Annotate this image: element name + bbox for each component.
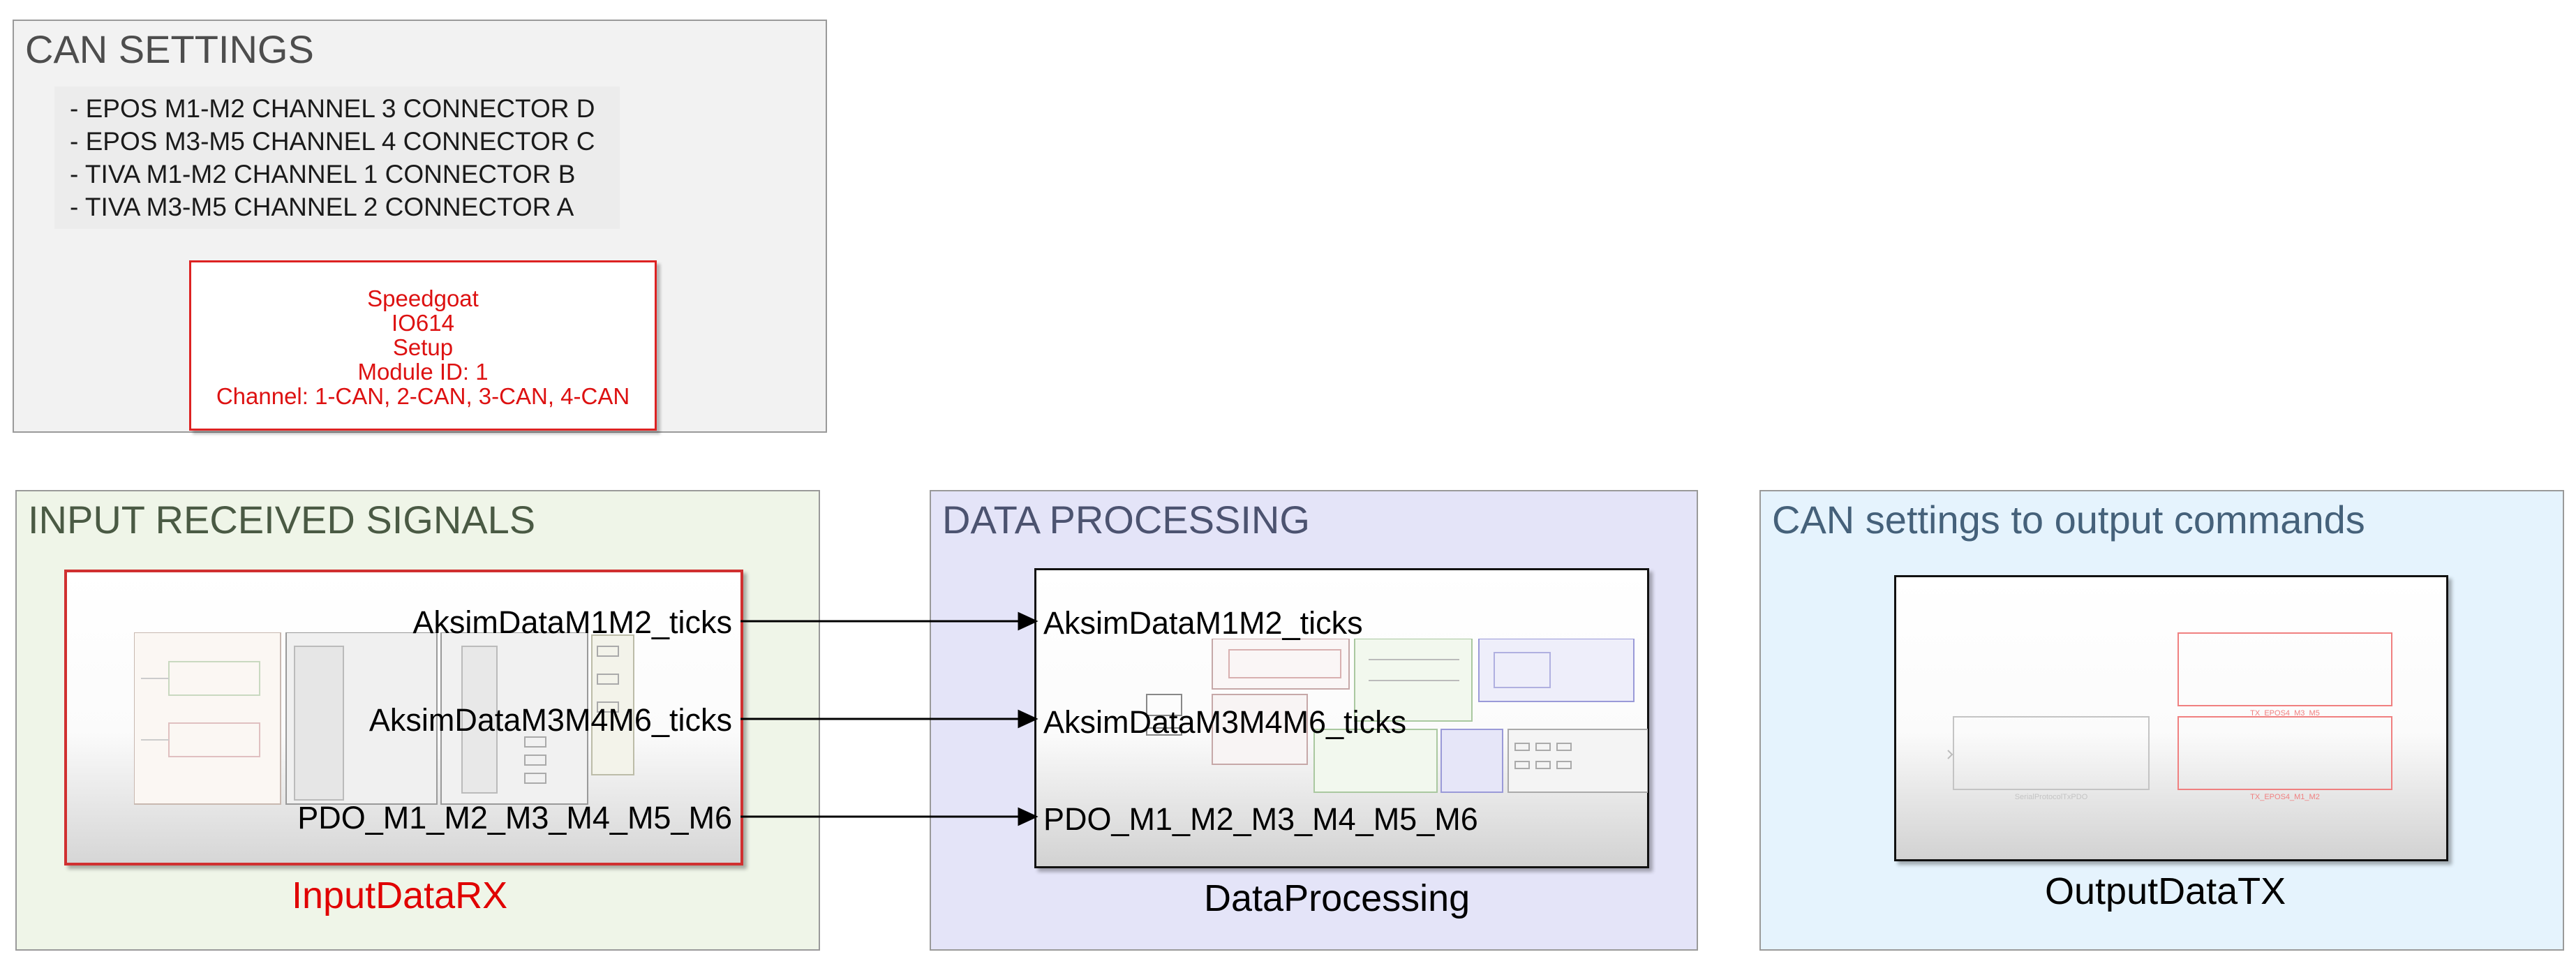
output-data-tx-block[interactable]: TX_EPOS4_M3_M5 TX_EPOS4_M1_M2 SerialProt… bbox=[1894, 575, 2448, 861]
setup-line: Module ID: 1 bbox=[357, 359, 489, 385]
can-settings-notes[interactable]: - EPOS M1-M2 CHANNEL 3 CONNECTOR D - EPO… bbox=[54, 87, 620, 229]
can-settings-area[interactable]: CAN SETTINGS - EPOS M1-M2 CHANNEL 3 CONN… bbox=[13, 20, 827, 433]
processing-inport-label: PDO_M1_M2_M3_M4_M5_M6 bbox=[1043, 801, 1478, 837]
input-data-rx-block[interactable]: AksimDataM1M2_ticks AksimDataM3M4M6_tick… bbox=[64, 570, 743, 865]
note-line: - TIVA M1-M2 CHANNEL 1 CONNECTOR B bbox=[70, 160, 576, 188]
note-line: - EPOS M1-M2 CHANNEL 3 CONNECTOR D bbox=[70, 94, 595, 123]
arrowhead bbox=[1018, 807, 1038, 826]
note-line: - EPOS M3-M5 CHANNEL 4 CONNECTOR C bbox=[70, 127, 595, 156]
thumb-label-tx-epos4-m1-m2: TX_EPOS4_M1_M2 bbox=[2250, 793, 2320, 801]
processing-area-title: DATA PROCESSING bbox=[942, 498, 1310, 542]
can-settings-title: CAN SETTINGS bbox=[25, 27, 314, 71]
data-processing-block[interactable]: AksimDataM1M2_ticks AksimDataM3M4M6_tick… bbox=[1034, 568, 1649, 868]
arrowhead bbox=[1018, 611, 1038, 631]
processing-inport-label: AksimDataM3M4M6_ticks bbox=[1043, 704, 1407, 740]
output-area-title: CAN settings to output commands bbox=[1772, 498, 2365, 542]
setup-line: Speedgoat bbox=[367, 285, 479, 311]
input-outport-label: AksimDataM3M4M6_ticks bbox=[368, 702, 732, 738]
setup-line: Channel: 1-CAN, 2-CAN, 3-CAN, 4-CAN bbox=[216, 383, 630, 409]
input-outport-label: PDO_M1_M2_M3_M4_M5_M6 bbox=[297, 800, 732, 835]
processing-inport-label: AksimDataM1M2_ticks bbox=[1043, 605, 1363, 641]
setup-line: IO614 bbox=[392, 310, 454, 336]
data-processing-name[interactable]: DataProcessing bbox=[1204, 877, 1471, 919]
input-subsystem-thumbnail bbox=[134, 632, 634, 805]
setup-line: Setup bbox=[392, 334, 454, 360]
input-data-rx-name[interactable]: InputDataRX bbox=[292, 875, 508, 916]
input-outport-label: AksimDataM1M2_ticks bbox=[412, 604, 732, 640]
thumb-label-tx-epos4-m3-m5: TX_EPOS4_M3_M5 bbox=[2250, 709, 2320, 718]
speedgoat-io614-setup-block[interactable]: Speedgoat IO614 Setup Module ID: 1 Chann… bbox=[189, 260, 657, 431]
processing-subsystem-thumbnail bbox=[1146, 639, 1648, 793]
note-line: - TIVA M3-M5 CHANNEL 2 CONNECTOR A bbox=[70, 193, 574, 221]
output-subsystem-thumbnail: TX_EPOS4_M3_M5 TX_EPOS4_M1_M2 SerialProt… bbox=[1947, 632, 2392, 801]
arrowhead bbox=[1018, 709, 1038, 729]
output-data-tx-name[interactable]: OutputDataTX bbox=[2045, 870, 2286, 912]
input-area-title: INPUT RECEIVED SIGNALS bbox=[28, 498, 536, 542]
thumb-label-serial-protocol: SerialProtocolTxPDO bbox=[2015, 793, 2088, 801]
